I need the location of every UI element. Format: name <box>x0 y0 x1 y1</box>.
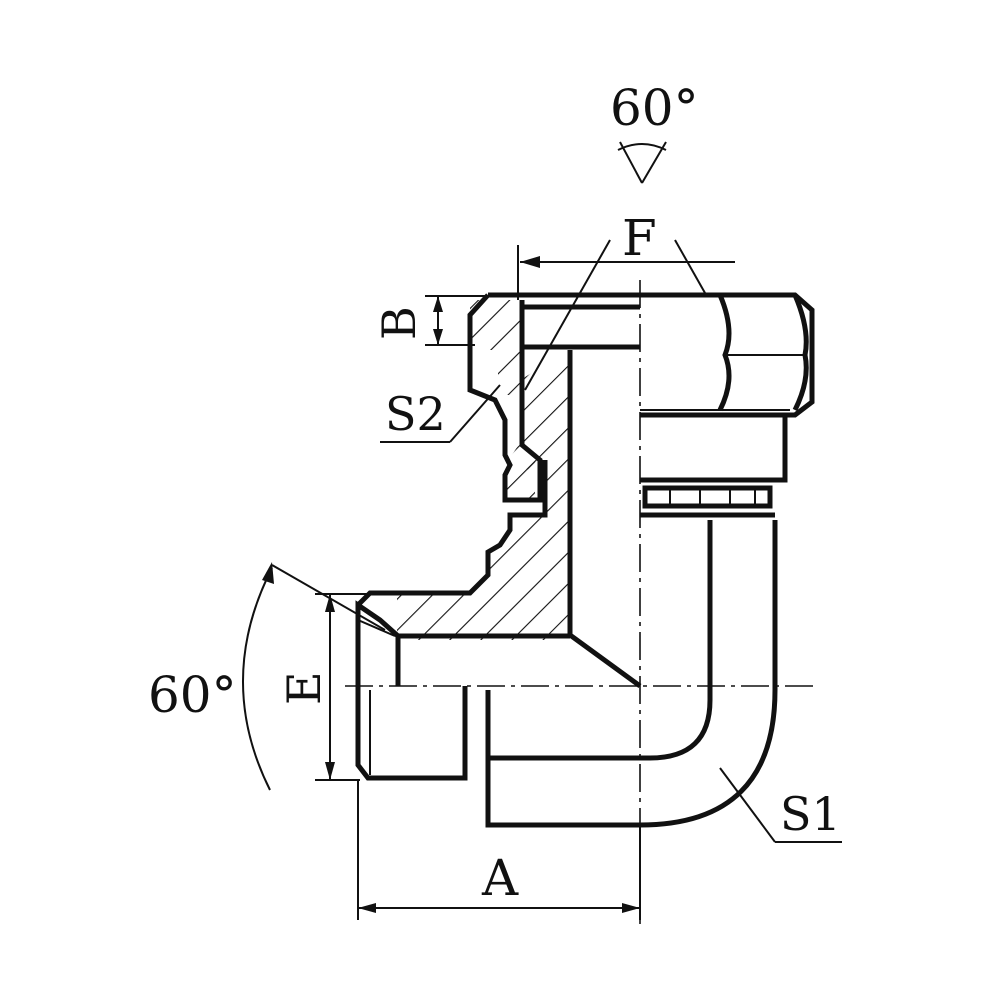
size-S2-label: S2 <box>385 387 446 441</box>
dim-E-label: E <box>277 671 331 705</box>
end-chamfer <box>357 619 396 637</box>
left-angle-ray <box>271 564 386 631</box>
body-bore-wall <box>567 350 642 689</box>
left-angle-arrow <box>262 562 274 584</box>
hex-flat-right <box>792 294 809 412</box>
dim-A-label: A <box>481 849 519 907</box>
male-thread-end <box>355 600 468 781</box>
top-angle-ray-right <box>641 141 667 184</box>
left-angle-label: 60° <box>148 666 237 724</box>
body-outline <box>356 460 548 607</box>
dim-B-arrow-top <box>433 296 443 312</box>
dim-A-arrow-right <box>622 903 640 913</box>
seat-ring <box>642 485 773 509</box>
hex-flat-left <box>717 294 732 412</box>
dim-F-arrow <box>520 256 540 268</box>
left-angle-arc <box>242 567 273 791</box>
dim-F-label: F <box>622 209 657 267</box>
dim-B-arrow-bottom <box>433 329 443 345</box>
size-S2-leader <box>449 384 501 443</box>
tube-inner-wall <box>488 520 713 761</box>
dim-E-arrow-bottom <box>325 762 335 780</box>
top-angle-arc <box>617 143 667 151</box>
nut-left-section <box>467 293 543 503</box>
size-S1-leader <box>719 767 776 843</box>
nut-collar <box>640 412 788 483</box>
nut-section-hatch <box>470 300 535 500</box>
tube-outer-wall <box>485 520 778 828</box>
size-S1-label: S1 <box>780 787 841 841</box>
dim-A-arrow-left <box>358 903 376 913</box>
dim-B-label: B <box>372 306 426 340</box>
dim-F-leader-left <box>524 239 611 391</box>
top-angle-label: 60° <box>610 79 699 137</box>
dim-F-leader-right <box>674 239 706 294</box>
dim-E-arrow-top <box>325 594 335 612</box>
top-angle-ray-left <box>619 141 643 184</box>
body-section-hatch <box>397 350 570 640</box>
